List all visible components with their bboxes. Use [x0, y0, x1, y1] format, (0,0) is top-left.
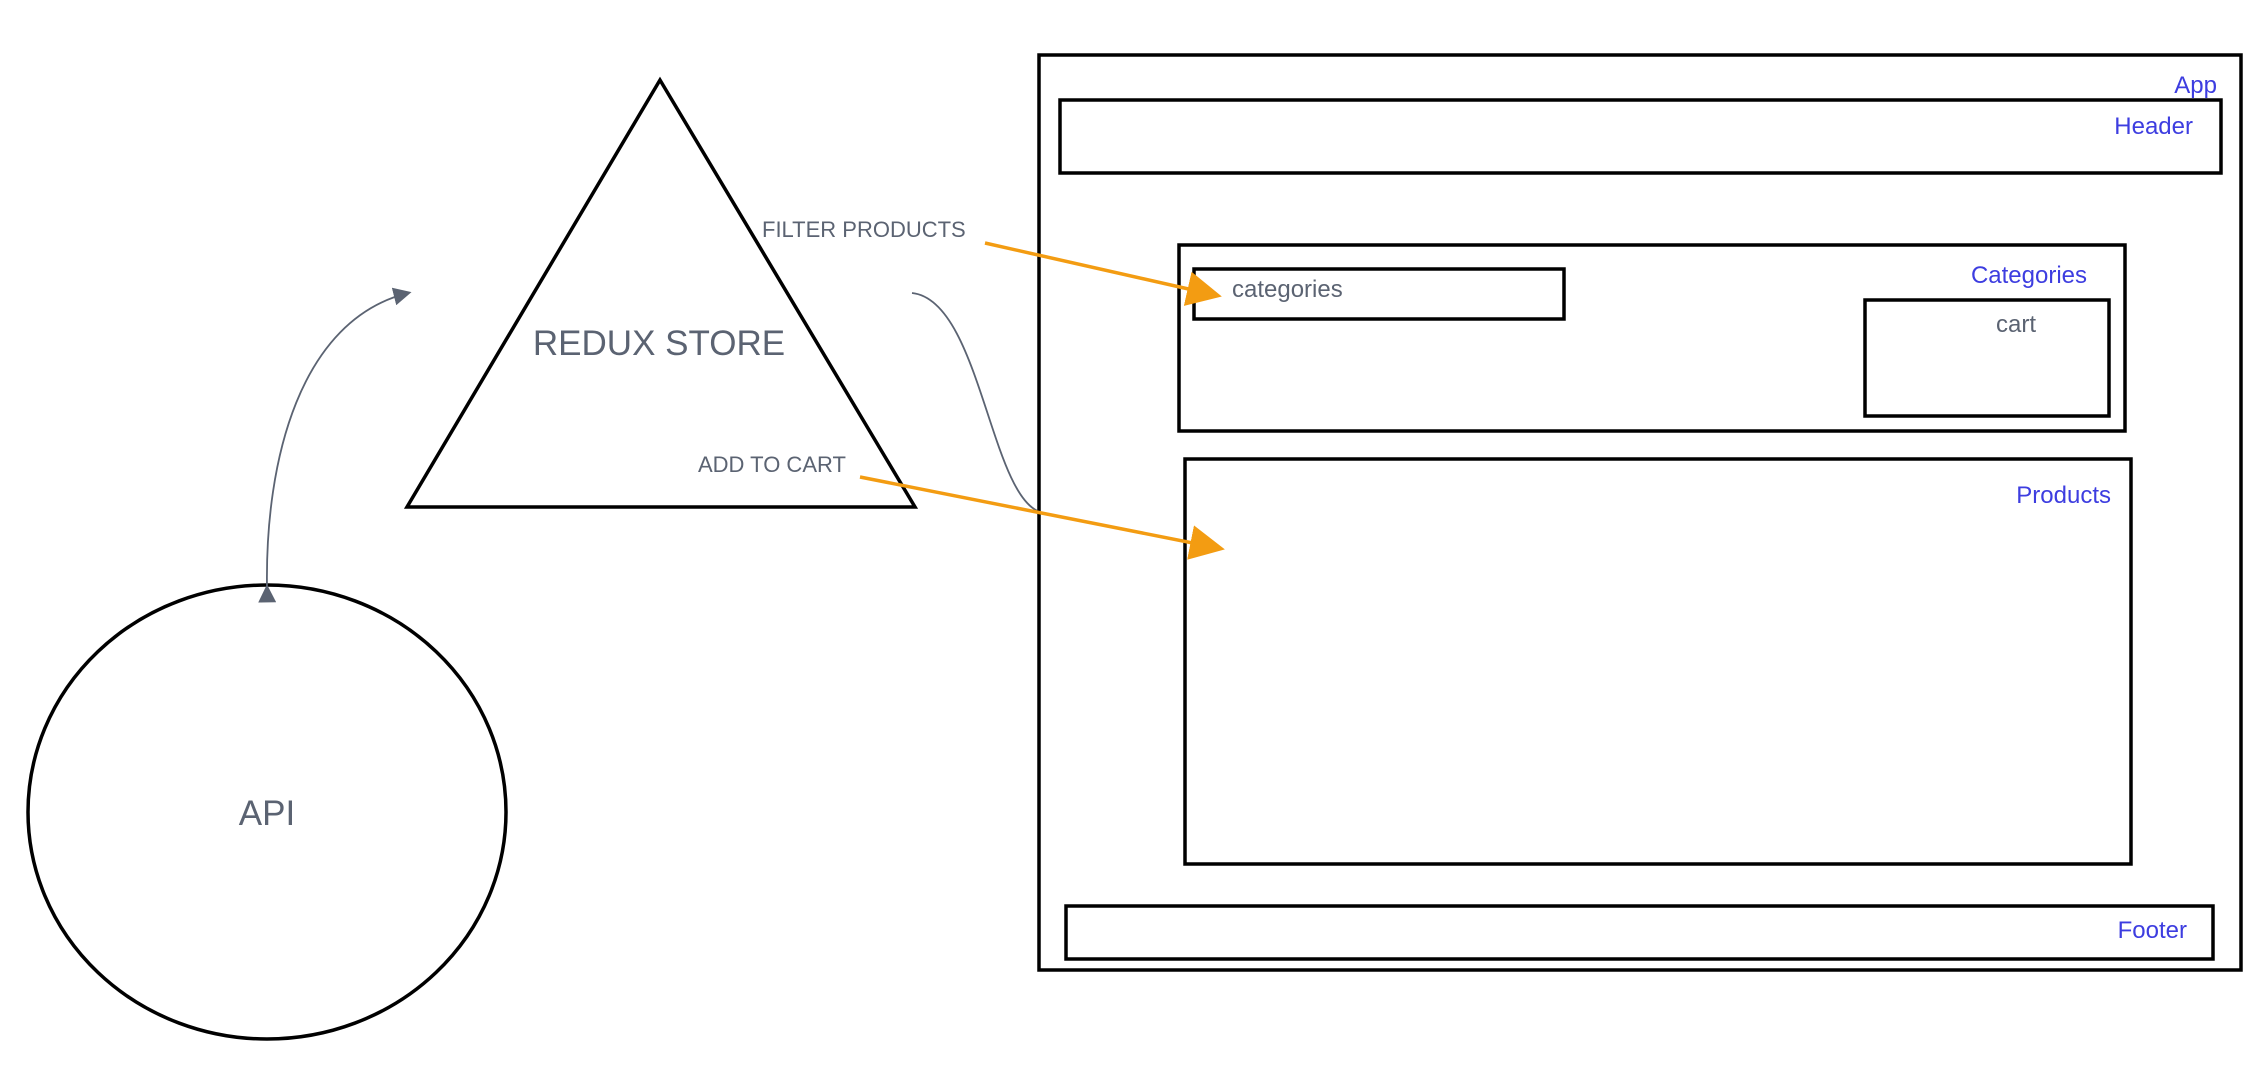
- api-label: API: [239, 794, 295, 833]
- footer-box: [1064, 904, 2215, 961]
- header-box: [1058, 98, 2223, 175]
- app-label: App: [2174, 72, 2217, 99]
- add-to-cart-arrow: [859, 475, 1225, 560]
- api-store-connector: [258, 287, 412, 603]
- app-box: [1037, 53, 2243, 972]
- filter-products-arrow: [984, 241, 1222, 306]
- products-label: Products: [2016, 482, 2111, 509]
- categories-list-label: categories: [1232, 276, 1343, 303]
- footer-label: Footer: [2118, 917, 2187, 944]
- cart-label: cart: [1996, 311, 2036, 338]
- store-app-connector: [911, 292, 1041, 513]
- categories-label: Categories: [1971, 262, 2087, 289]
- add-to-cart-label: ADD TO CART: [698, 452, 846, 477]
- header-label: Header: [2114, 113, 2193, 140]
- cart-box: [1863, 298, 2111, 418]
- redux-store-label: REDUX STORE: [533, 324, 785, 363]
- redux-store-node: [403, 76, 919, 509]
- products-box: [1183, 457, 2133, 866]
- categories-box: [1177, 243, 2127, 433]
- filter-products-label: FILTER PRODUCTS: [762, 217, 966, 242]
